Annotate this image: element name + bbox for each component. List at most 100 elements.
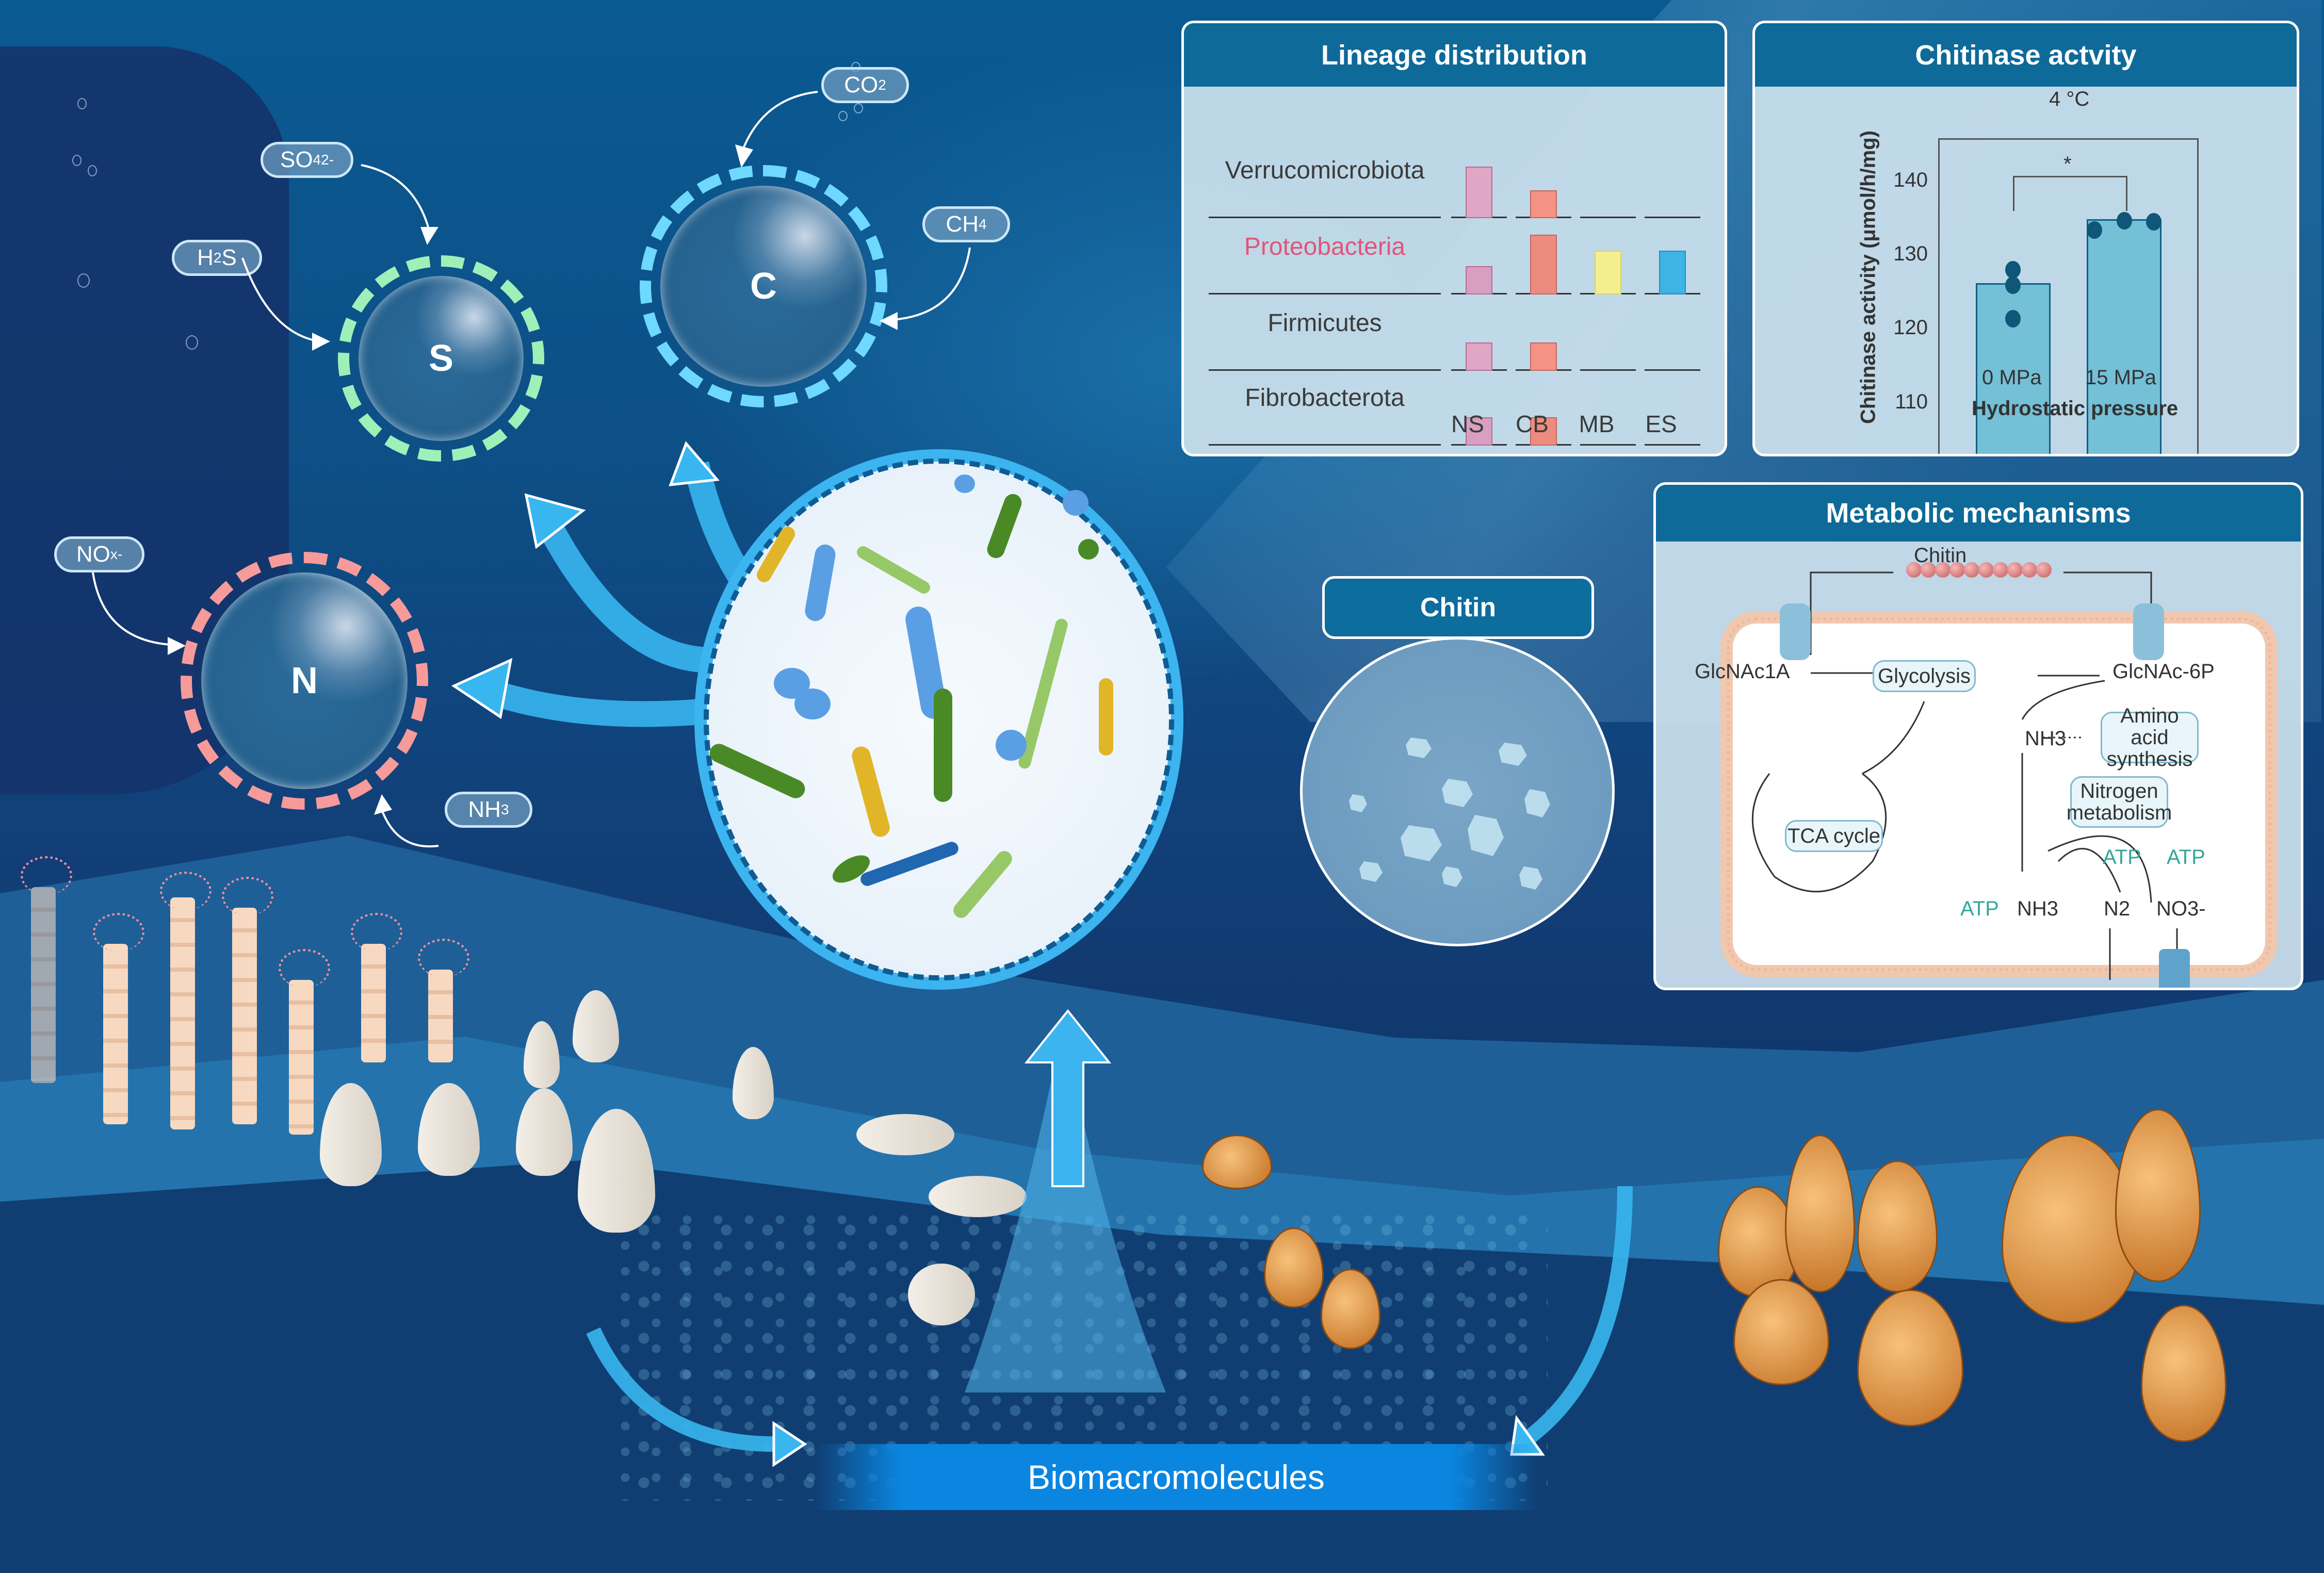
- bar-15mpa: [2087, 219, 2162, 454]
- chitin-crystal: [1519, 866, 1542, 890]
- x-tick: 15 MPa: [2085, 366, 2156, 389]
- chitin-crystal: [1349, 794, 1367, 812]
- chem-sub: x: [110, 546, 118, 562]
- column-label: ES: [1645, 411, 1677, 437]
- clam-shell: [908, 1264, 975, 1325]
- chitin-bead-icon: [1935, 562, 1951, 578]
- bacterium-icon: [803, 543, 837, 623]
- x-axis-label: Hydrostatic pressure: [1972, 397, 2179, 420]
- no3-label: NO3-: [2156, 897, 2206, 920]
- bubble: [77, 98, 87, 109]
- chem-base: SO: [280, 147, 313, 172]
- significance-bracket: [2013, 176, 2127, 211]
- chem-base: CH: [946, 211, 979, 237]
- glcnac6p-label: GlcNAc-6P: [2112, 660, 2215, 683]
- tube-worm: [289, 980, 314, 1135]
- row-line: [1645, 217, 1700, 218]
- chitin-bead-icon: [2022, 562, 2037, 578]
- data-point: [2005, 276, 2021, 294]
- column-label: NS: [1451, 411, 1484, 437]
- mussel: [2115, 1109, 2201, 1282]
- data-point: [2146, 213, 2162, 231]
- mussel: [1785, 1135, 1855, 1292]
- carbon-cycle: C: [640, 165, 887, 407]
- chitin-label: Chitin: [1322, 576, 1594, 639]
- row-line: [1209, 444, 1441, 446]
- chitin-crystal: [1442, 779, 1473, 807]
- chitin-bead-icon: [1993, 562, 2008, 578]
- lineage-row: Proteobacteria: [1209, 218, 1725, 294]
- tube-worm: [170, 897, 195, 1129]
- bar-es: [1659, 251, 1686, 294]
- nitrate-channel-icon: [2159, 949, 2190, 988]
- tube-worm: [361, 944, 386, 1062]
- y-tick: 130: [1893, 242, 1928, 265]
- chitin-crystal: [1406, 738, 1432, 758]
- chitin-bead-icon: [2036, 562, 2052, 578]
- mussel: [1264, 1227, 1324, 1308]
- bacterium-icon: [706, 741, 808, 801]
- row-line: [1209, 369, 1441, 371]
- chem-sup: -: [117, 546, 123, 562]
- tube-worm-tentacles: [160, 872, 212, 910]
- chitin-crystal: [1524, 789, 1550, 817]
- lineage-label-highlight: Proteobacteria: [1244, 233, 1406, 260]
- lineage-label: Verrucomicrobiota: [1225, 157, 1425, 184]
- clam-shell: [856, 1114, 954, 1155]
- mussel: [1857, 1289, 1963, 1427]
- atp-label: ATP: [1960, 897, 1999, 920]
- bacterium-icon: [934, 689, 952, 802]
- glcnac1a-label: GlcNAc1A: [1695, 660, 1790, 683]
- bubble: [838, 111, 848, 121]
- lineage-label: Firmicutes: [1267, 309, 1382, 337]
- tube-worm: [232, 908, 257, 1124]
- bubble-sphere: [359, 276, 524, 441]
- bubble: [854, 103, 863, 113]
- tca-cycle-box: TCA cycle: [1785, 820, 1883, 852]
- y-tick: 120: [1893, 316, 1928, 339]
- significance-marker: *: [2063, 153, 2072, 175]
- y-tick: 140: [1893, 169, 1928, 191]
- mussel: [1202, 1135, 1272, 1189]
- microbial-community: [704, 458, 1174, 980]
- chem-base: H: [197, 245, 214, 270]
- bacterium-icon: [854, 544, 933, 596]
- chem-sub: 3: [500, 801, 509, 817]
- bar-mb: [1595, 251, 1621, 294]
- amino-acid-synthesis-box: Amino acid synthesis: [2101, 705, 2199, 770]
- bubble-sphere: [201, 572, 408, 789]
- clam-shell: [929, 1176, 1027, 1217]
- row-line: [1209, 293, 1441, 294]
- coccus-icon: [996, 730, 1027, 761]
- nh3-label: NH3: [2025, 727, 2067, 750]
- lineage-row: Fibrobacterota: [1209, 369, 1725, 446]
- lineage-distribution-panel: Lineage distribution Verrucomicrobiota P…: [1181, 21, 1727, 456]
- mussel: [2141, 1305, 2227, 1442]
- chem-base: S: [221, 245, 237, 270]
- cell-membrane: [1720, 611, 2278, 977]
- bar-ns: [1466, 266, 1492, 294]
- chem-sub: 2: [213, 250, 222, 266]
- lineage-row: Bacteroidota: [1209, 446, 1725, 454]
- tube-worm: [31, 887, 56, 1083]
- column-label: CB: [1516, 411, 1549, 437]
- bacterium-icon: [950, 848, 1015, 921]
- chitin-bead-icon: [1949, 562, 1965, 578]
- chitin-crystal: [1468, 815, 1504, 856]
- bar-cb: [1530, 190, 1557, 218]
- bacterium-icon: [984, 491, 1025, 561]
- tube-worm: [103, 944, 128, 1124]
- condition-label: 4 °C: [2049, 88, 2090, 110]
- row-line: [1580, 369, 1636, 371]
- chem-sub: 4: [978, 216, 987, 232]
- bar-ns: [1466, 342, 1492, 371]
- lineage-row: Firmicutes: [1209, 294, 1725, 371]
- bar-ns: [1466, 417, 1492, 446]
- chart-plot-area: *: [1938, 138, 2199, 454]
- bubble: [88, 165, 97, 176]
- y-ticks: 140 130 120 110 100: [1887, 147, 1928, 454]
- flow-arrows-icon: [451, 441, 1633, 1467]
- row-line: [1580, 444, 1636, 446]
- tube-worm-tentacles: [351, 913, 402, 952]
- chitin-bead-icon: [2007, 562, 2023, 578]
